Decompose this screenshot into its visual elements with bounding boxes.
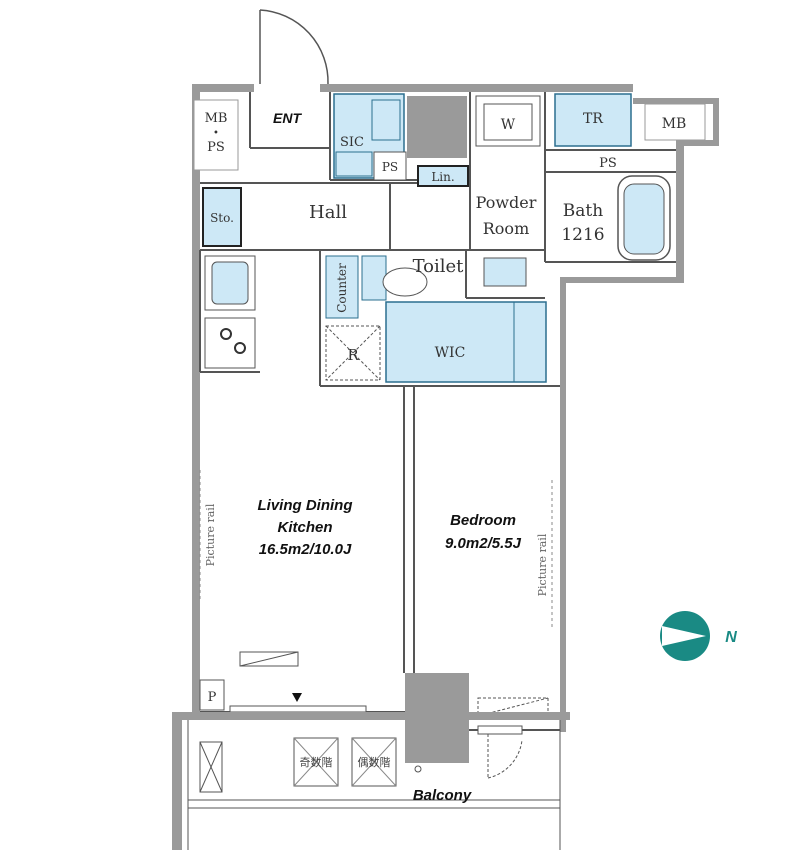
washer-label: W: [501, 117, 516, 133]
hatch-even-floor: 偶数階: [351, 737, 397, 787]
powder-sink: [483, 257, 527, 287]
trunk-room-label: TR: [583, 111, 603, 127]
hatch-odd-floor: 奇数階: [293, 737, 339, 787]
meter-box-right-label: MB: [662, 116, 687, 132]
ldk-label-2: Kitchen: [277, 519, 332, 536]
bedroom-area-label: 9.0m2/5.5J: [445, 535, 522, 552]
bath-label-1: Bath: [563, 201, 603, 221]
washer: W: [475, 95, 541, 147]
entry-marker-icon: [292, 693, 302, 702]
p-box-label: P: [208, 690, 217, 705]
meter-box-left: MB • PS: [193, 99, 239, 171]
outer-walls: [192, 84, 719, 763]
powder-room-label-1: Powder: [476, 193, 537, 212]
toilet-label: Toilet: [413, 256, 465, 277]
ldk-label-1: Living Dining: [258, 497, 353, 514]
refrigerator-space: R: [325, 325, 381, 381]
toilet-fixture: [361, 255, 428, 301]
picture-rail-left-label: Picture rail: [204, 503, 217, 566]
hall-label: Hall: [309, 202, 347, 223]
counter: Counter: [325, 255, 359, 319]
entrance-door: [259, 9, 329, 85]
linen-label: Lin.: [431, 170, 454, 184]
compass-icon: N: [660, 611, 737, 661]
balcony-label: Balcony: [413, 787, 472, 804]
trunk-room: TR: [554, 93, 632, 147]
bath-label-2: 1216: [561, 225, 604, 245]
floor-heating-panel: [239, 651, 299, 667]
ldk-area-label: 16.5m2/10.0J: [259, 541, 352, 558]
linen-cupboard: Lin.: [417, 165, 469, 187]
storage-label: Sto.: [210, 211, 234, 225]
kitchen-sink: [204, 255, 256, 311]
bathtub: [617, 175, 671, 261]
p-box: P: [199, 679, 225, 711]
bedroom-label: Bedroom: [450, 512, 516, 529]
kitchen-stove: [204, 317, 256, 369]
drain-icon: [414, 765, 422, 773]
picture-rail-right-label: Picture rail: [536, 533, 549, 596]
even-floor-label: 偶数階: [358, 755, 391, 769]
storage: Sto.: [202, 187, 242, 247]
pipe-space-2-label: PS: [599, 156, 617, 171]
meter-box-right: MB: [644, 103, 706, 141]
wic-label: WIC: [435, 345, 466, 361]
counter-label: Counter: [335, 263, 349, 313]
meter-box-left-dot: •: [213, 128, 219, 139]
interior-walls: [199, 92, 676, 731]
meter-box-left-label: MB: [205, 111, 228, 126]
refrigerator-label: R: [347, 346, 359, 364]
walk-in-closet: WIC: [385, 301, 547, 383]
powder-room-label-2: Room: [483, 219, 529, 238]
compass-label: N: [725, 629, 737, 646]
meter-box-left-ps-label: PS: [207, 140, 225, 155]
entrance-label: ENT: [273, 110, 302, 126]
pipe-space-1: PS: [373, 151, 407, 181]
bedroom-balcony-door: [477, 725, 523, 779]
shoe-closet-label: SIC: [340, 135, 364, 150]
balcony-area: [172, 712, 570, 850]
pipe-space-1-label: PS: [382, 160, 398, 174]
odd-floor-label: 奇数階: [300, 755, 333, 769]
